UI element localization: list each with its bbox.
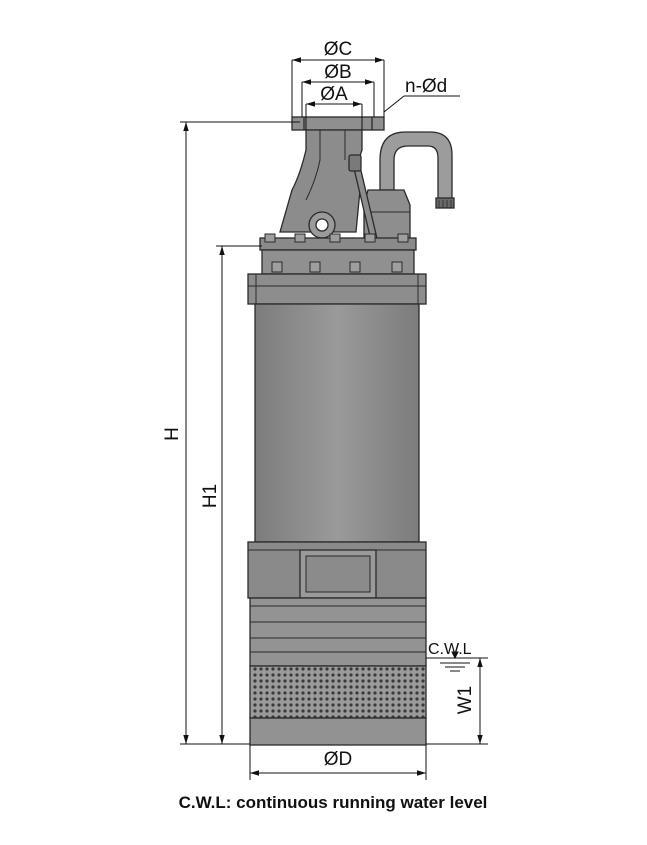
pump-casing (249, 597, 427, 667)
pump-illustration (247, 116, 455, 746)
motor-housing (254, 303, 420, 543)
strainer (249, 665, 427, 719)
label-dia-c: ØC (324, 39, 353, 60)
label-dia-b: ØB (324, 62, 351, 83)
label-height-h1: H1 (200, 484, 221, 508)
dimension-lines (180, 57, 488, 780)
label-dia-a: ØA (320, 84, 348, 105)
label-bolt-holes: n-Ød (405, 76, 447, 97)
caption: C.W.L: continuous running water level (179, 793, 488, 812)
label-height-h: H (162, 427, 183, 441)
motor-head (247, 273, 427, 305)
label-cwl: C.W.L (428, 641, 472, 658)
base (249, 717, 427, 746)
label-dia-d: ØD (324, 749, 353, 770)
label-w1: W1 (455, 686, 476, 715)
